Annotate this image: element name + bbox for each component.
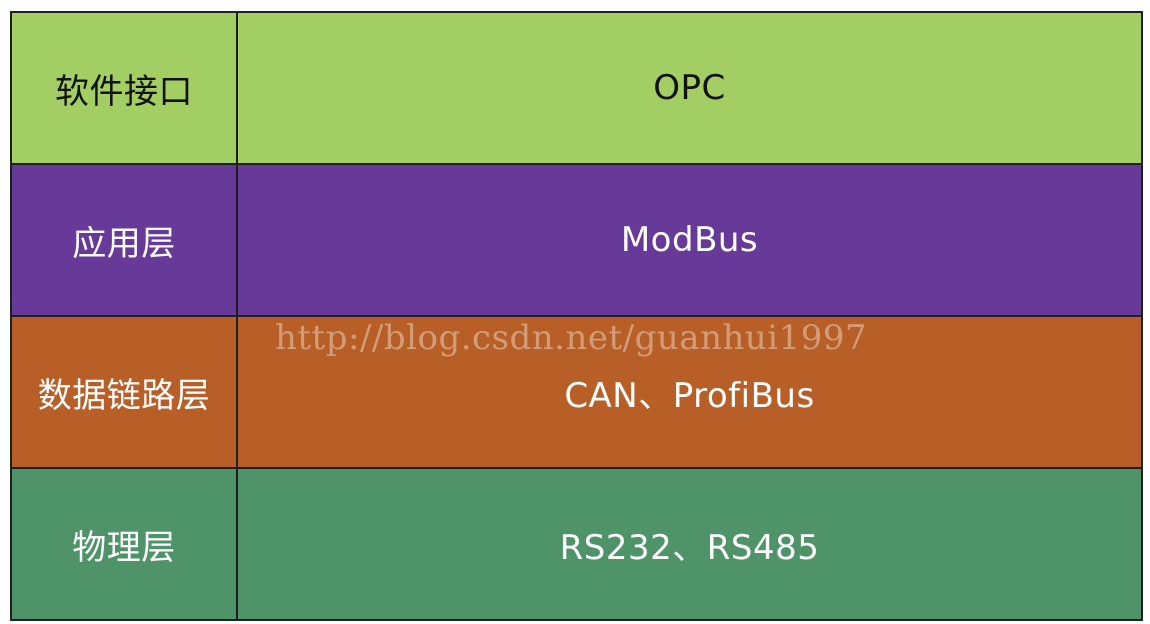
layer-name-cell: 软件接口 xyxy=(10,11,238,165)
layer-name-cell: 物理层 xyxy=(10,467,238,621)
protocol-cell: ModBus xyxy=(236,163,1143,317)
protocol-layer-table: 软件接口 OPC 应用层 ModBus 数据链路层 CAN、ProfiBus 物… xyxy=(10,11,1143,621)
row-data-link-layer: 数据链路层 CAN、ProfiBus xyxy=(10,315,1143,469)
protocol-cell: OPC xyxy=(236,11,1143,165)
layer-name-cell: 数据链路层 xyxy=(10,315,238,469)
row-application-layer: 应用层 ModBus xyxy=(10,163,1143,317)
row-software-interface: 软件接口 OPC xyxy=(10,11,1143,165)
layer-name-cell: 应用层 xyxy=(10,163,238,317)
protocol-cell: CAN、ProfiBus xyxy=(236,315,1143,469)
protocol-cell: RS232、RS485 xyxy=(236,467,1143,621)
row-physical-layer: 物理层 RS232、RS485 xyxy=(10,467,1143,621)
